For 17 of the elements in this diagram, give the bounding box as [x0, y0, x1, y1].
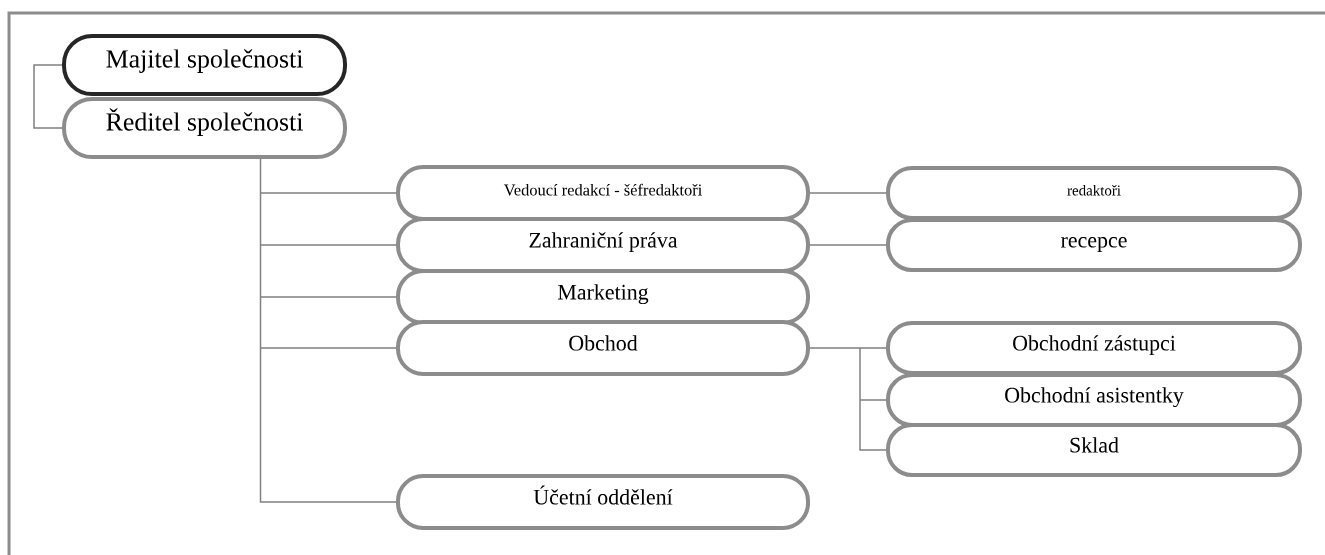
rounded-box: Zahraniční práva — [396, 217, 810, 273]
rounded-box: redaktoři — [886, 166, 1302, 220]
rounded-box: Vedoucí redakcí - šéfredaktoři — [396, 165, 810, 221]
rounded-box: Majitel společnosti — [62, 34, 347, 96]
connector-line — [809, 244, 887, 246]
rounded-box: Ředitel společnosti — [62, 97, 347, 159]
connector-line — [33, 64, 63, 129]
rounded-box: Účetní oddělení — [396, 474, 810, 530]
connector-line — [809, 192, 887, 194]
rounded-box: Obchodní asistentky — [886, 373, 1302, 427]
connector-line — [809, 347, 887, 451]
rounded-box: Obchodní zástupci — [886, 321, 1302, 375]
rounded-box: Marketing — [396, 269, 810, 325]
rounded-box: Obchod — [396, 320, 810, 376]
rounded-box: recepce — [886, 218, 1302, 272]
rounded-box: Sklad — [886, 423, 1302, 477]
connector-line — [259, 158, 397, 503]
